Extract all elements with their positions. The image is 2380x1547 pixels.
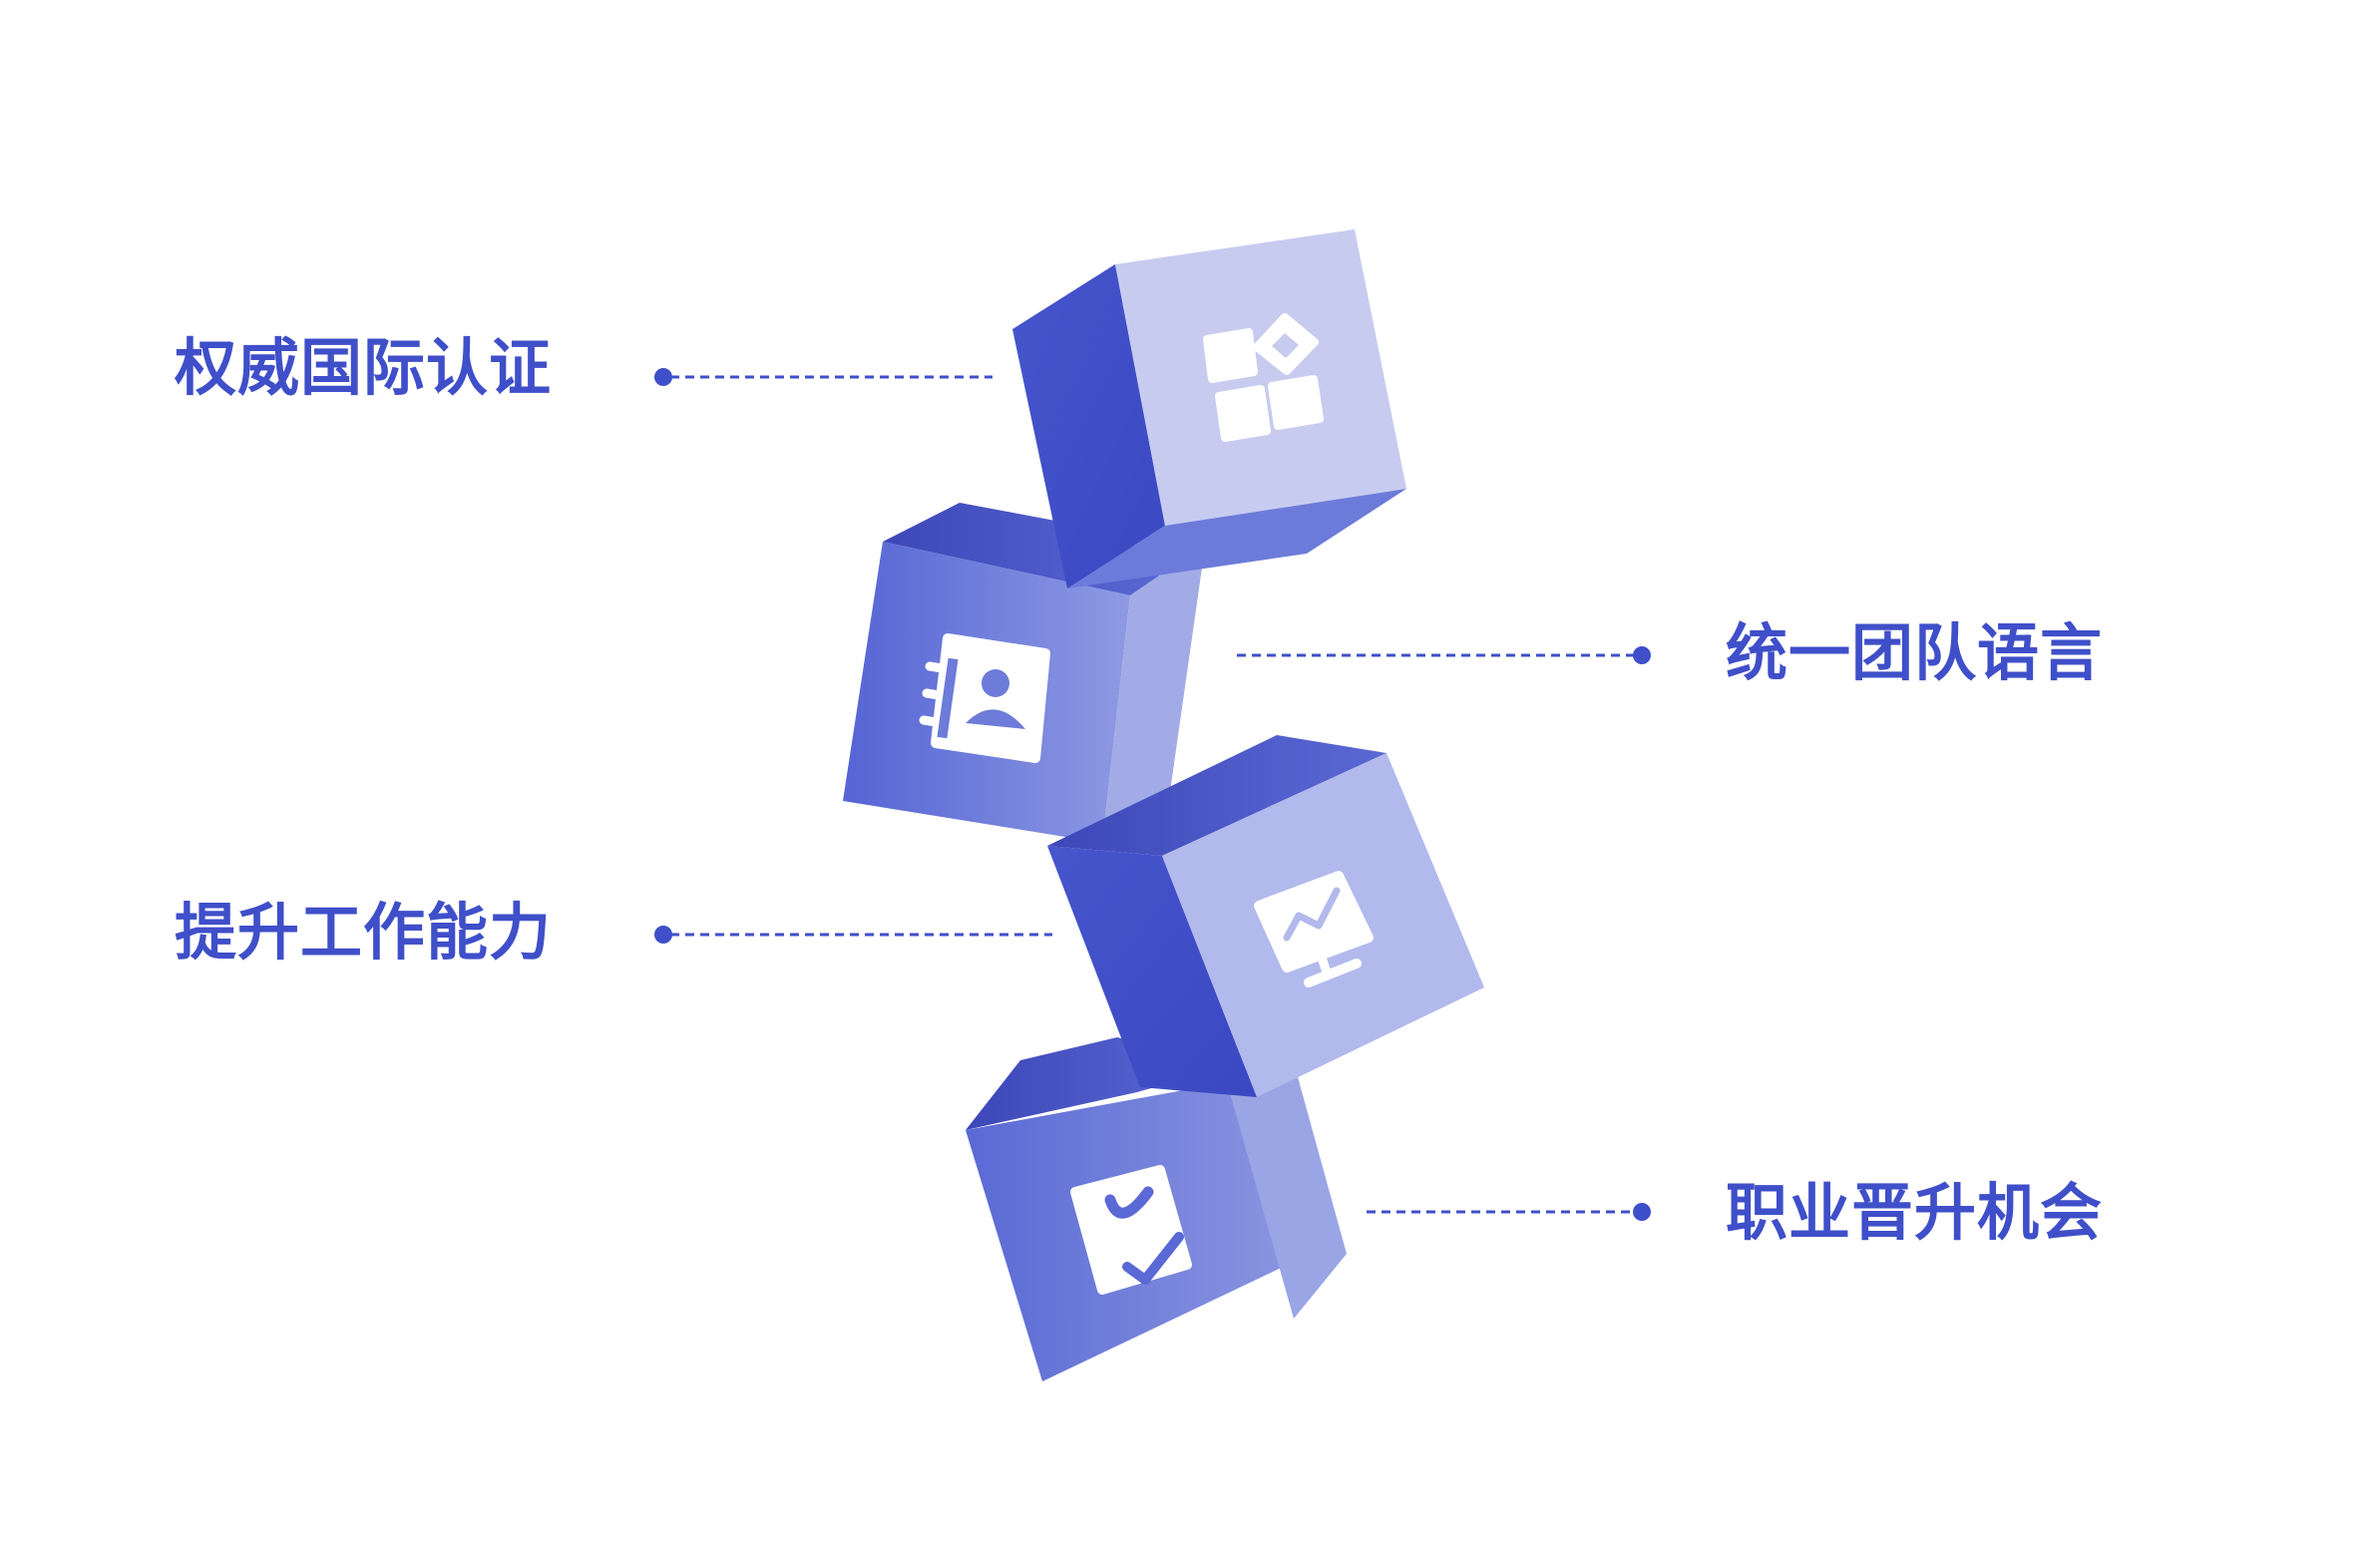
monitor-chart-icon (1254, 871, 1374, 987)
shopping-bag-check-icon (1070, 1165, 1192, 1295)
contact-card-icon (919, 633, 1050, 763)
connector-certification (654, 368, 992, 386)
connector-career-promotion (1367, 1203, 1651, 1221)
connector-work-ability (654, 926, 1052, 944)
cube-certification (1012, 229, 1406, 588)
cube-career-promotion (966, 1037, 1347, 1381)
feature-label-certification: 权威国际认证 (175, 331, 553, 404)
cube-work-ability (1047, 735, 1484, 1097)
puzzle-grid-icon (1203, 313, 1324, 442)
feature-label-career-promotion: 职业晋升机会 (1726, 1176, 2104, 1249)
feature-label-team-language: 统一团队语言 (1726, 616, 2104, 689)
feature-label-work-ability: 提升工作能力 (175, 896, 553, 968)
connector-team-language (1237, 646, 1651, 664)
